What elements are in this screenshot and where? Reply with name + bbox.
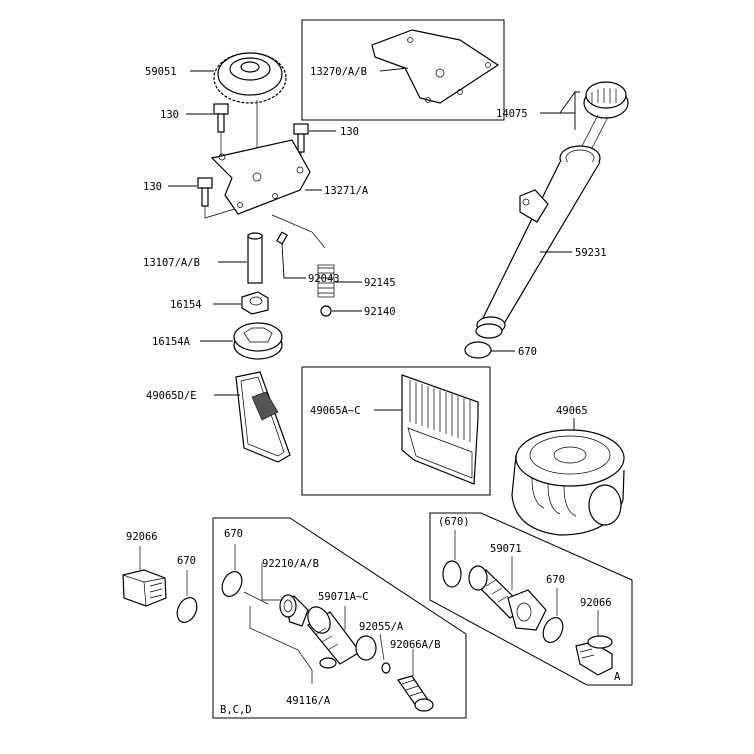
label-670-paren: (670) [438,516,470,528]
label-59071AC: 59071A~C [318,591,369,603]
label-bcd: B,C,D [220,704,252,716]
gear-59051 [213,52,287,104]
ball-92140 [320,305,332,317]
label-92043: 92043 [308,273,340,285]
oring-670-b [176,597,198,623]
shaft-13107 [247,232,263,284]
plate-13270 [371,29,500,104]
plug-92066-b [575,635,613,676]
pin-92043 [276,231,288,245]
plug-92066-a [122,569,167,607]
box-49065AC [301,366,491,496]
ring-92210 [279,594,309,627]
label-13107: 13107/A/B [143,257,200,269]
cap-14075 [579,81,629,153]
label-92066-a: 92066 [126,531,158,543]
label-16154: 16154 [170,299,202,311]
oil-filter-49065 [511,429,625,536]
label-92055: 92055/A [359,621,404,633]
label-59051: 59051 [145,66,177,78]
box-13270 [301,19,505,121]
filler-tube-59231 [475,145,601,339]
label-130-c: 130 [143,181,162,193]
oring-670-c [221,571,243,597]
label-670-a: 670 [518,346,537,358]
label-59231: 59231 [575,247,607,259]
rotor-16154 [241,291,269,315]
label-49065: 49065 [556,405,588,417]
label-49065DE: 49065D/E [146,390,197,402]
fitting-59071AC [307,606,377,669]
label-59071: 59071 [490,543,522,555]
label-130-b: 130 [340,126,359,138]
fitting-59071 [468,565,547,631]
label-670-d: 670 [546,574,565,586]
label-92145: 92145 [364,277,396,289]
label-13270: 13270/A/B [310,66,367,78]
label-92066-b: 92066 [580,597,612,609]
oring-92055 [381,662,391,674]
label-a: A [614,671,621,683]
label-16154A: 16154A [152,336,191,348]
bolt-130-a [213,103,229,133]
label-13271: 13271/A [324,185,369,197]
box-bcd [212,517,467,719]
oring-670-d [542,617,564,643]
spring-92145 [317,264,335,298]
label-92210: 92210/A/B [262,558,319,570]
label-130-a: 130 [160,109,179,121]
label-92066AB: 92066A/B [390,639,441,651]
label-670-b: 670 [177,555,196,567]
label-92140: 92140 [364,306,396,318]
bolt-130-c [197,177,213,207]
label-49116: 49116/A [286,695,331,707]
box-a [429,512,633,686]
rotor-16154A [233,322,283,360]
label-670-c: 670 [224,528,243,540]
label-49065AC: 49065A~C [310,405,361,417]
oring-670-paren [442,560,462,588]
plug-92066AB [397,675,434,712]
strainer-49065AC [401,374,479,485]
label-14075: 14075 [496,108,528,120]
oring-670-a [464,341,492,359]
screen-49065DE [235,371,291,463]
